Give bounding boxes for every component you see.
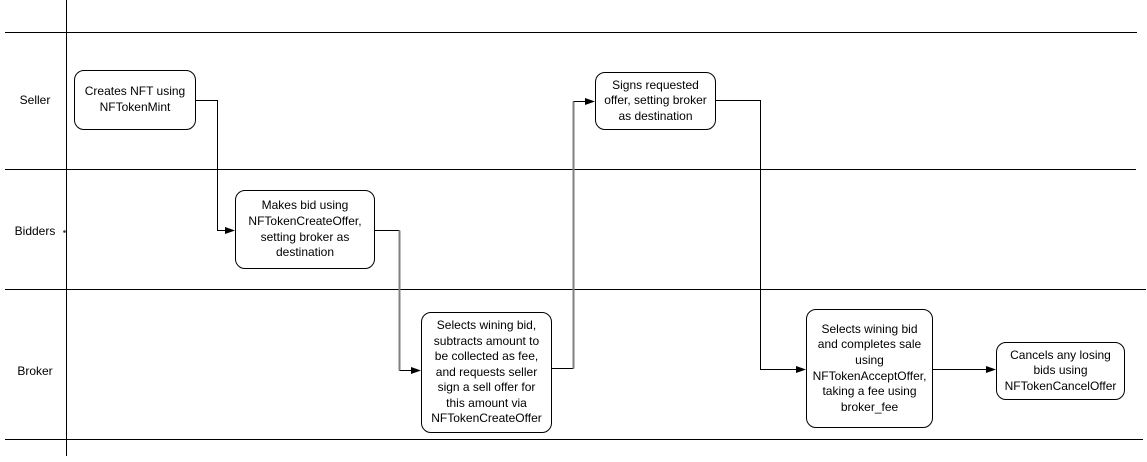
lane-label-seller: Seller xyxy=(19,93,51,107)
lane-label-bidders: Bidders xyxy=(14,224,56,238)
node-creates-nft-text: Creates NFT using NFTokenMint xyxy=(84,84,186,114)
connector-line xyxy=(716,100,797,370)
connector-creates-to-bid xyxy=(196,100,235,234)
node-makes-bid-text: Makes bid using NFTokenCreateOffer, sett… xyxy=(248,198,362,260)
node-cancels-bids-text: Cancels any losing bids using NFTokenCan… xyxy=(1004,347,1117,393)
arrowhead-icon xyxy=(411,367,421,374)
connector-line xyxy=(196,100,226,231)
arrowhead-icon xyxy=(225,227,235,234)
swimlane-frame xyxy=(5,0,1146,456)
node-selects-bid-requests-sign: Selects wining bid, subtracts amount to … xyxy=(421,312,552,433)
node-completes-sale-text: Selects wining bid and completes sale us… xyxy=(812,321,927,414)
connector-complete-to-cancel xyxy=(933,366,996,373)
node-creates-nft: Creates NFT using NFTokenMint xyxy=(74,70,196,130)
connector-select-to-sign xyxy=(552,98,595,369)
node-makes-bid: Makes bid using NFTokenCreateOffer, sett… xyxy=(235,190,375,269)
node-cancels-bids: Cancels any losing bids using NFTokenCan… xyxy=(996,342,1125,400)
node-signs-offer: Signs requested offer, setting broker as… xyxy=(595,72,716,130)
connector-sign-to-complete xyxy=(716,100,806,373)
stray-dot xyxy=(63,230,66,233)
arrowhead-icon xyxy=(796,366,806,373)
node-completes-sale: Selects wining bid and completes sale us… xyxy=(806,309,933,428)
connector-bid-to-select xyxy=(375,230,421,374)
arrowhead-icon xyxy=(585,98,595,105)
node-signs-offer-text: Signs requested offer, setting broker as… xyxy=(604,77,707,123)
node-selects-bid-requests-sign-text: Selects wining bid, subtracts amount to … xyxy=(431,317,542,426)
lane-label-broker: Broker xyxy=(17,364,53,378)
arrowhead-icon xyxy=(986,366,996,373)
